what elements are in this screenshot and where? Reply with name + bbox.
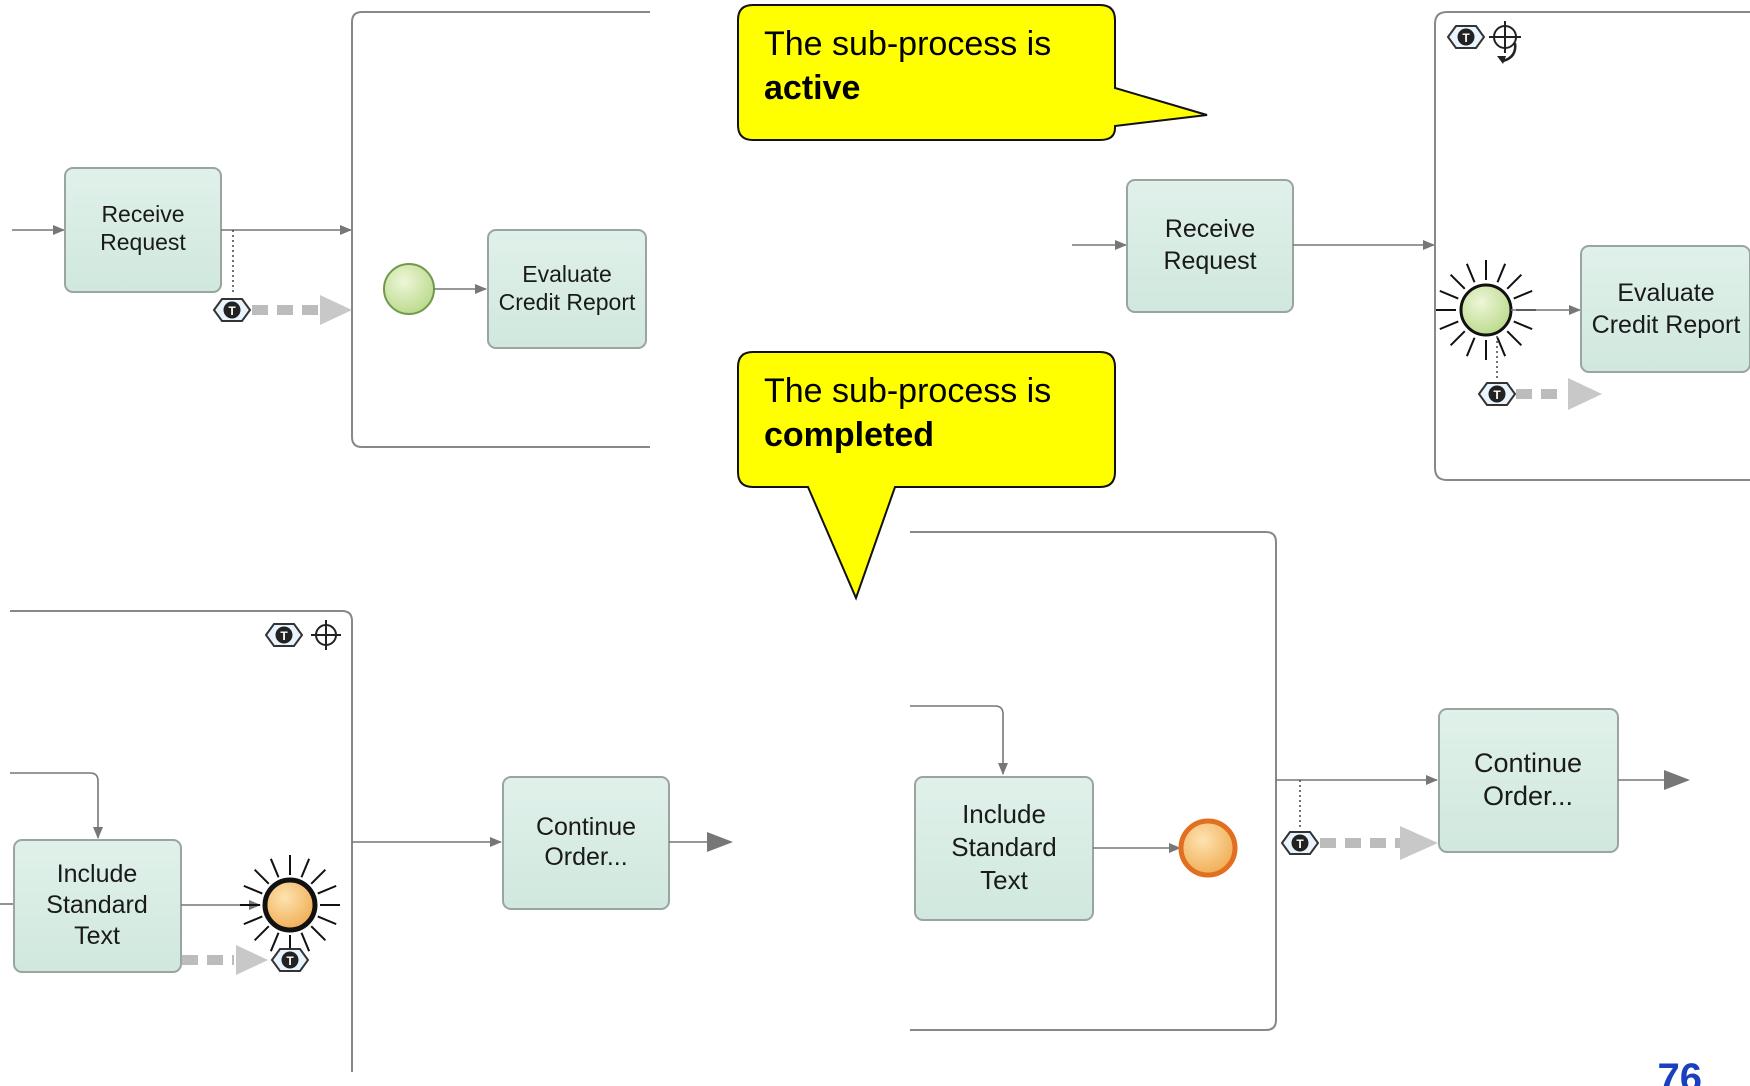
pending-flow-arrowhead	[1568, 378, 1602, 410]
timer-marker-icon: T	[1446, 25, 1486, 49]
active-starburst	[1436, 260, 1536, 360]
burst-ray	[1496, 337, 1507, 357]
pending-flow-arrowhead	[320, 295, 352, 325]
burst-ray	[1496, 263, 1507, 283]
callout-completed-text: The sub-process is completed	[764, 369, 1051, 457]
task-include-standard-text	[13, 839, 182, 973]
start-event-active	[1459, 283, 1513, 337]
burst-ray	[1439, 289, 1459, 300]
callout-active-text: The sub-process is active	[764, 22, 1051, 110]
end-event-active	[262, 877, 318, 933]
burst-ray	[300, 932, 311, 952]
task-continue-order	[502, 776, 670, 910]
callout-completed-line2: completed	[764, 416, 935, 454]
burst-ray	[310, 925, 327, 942]
sub-process-frame	[351, 11, 650, 448]
start-event	[383, 263, 435, 315]
burst-ray	[1449, 330, 1466, 347]
timer-letter: T	[1493, 388, 1501, 402]
burst-ray	[1506, 330, 1523, 347]
flow-arrow	[10, 772, 103, 839]
timer-letter: T	[1296, 837, 1304, 851]
timer-letter: T	[1462, 31, 1470, 45]
task-evaluate-credit-report	[1580, 245, 1750, 373]
target-icon	[311, 620, 341, 650]
burst-ray	[253, 925, 270, 942]
burst-ray	[253, 868, 270, 885]
burst-ray	[317, 915, 337, 926]
pending-flow-arrowhead	[236, 945, 268, 975]
burst-ray	[300, 858, 311, 878]
timer-marker-icon: T	[1477, 382, 1517, 406]
timer-letter: T	[228, 304, 236, 318]
task-evaluate-credit-report	[487, 229, 647, 349]
timer-letter: T	[280, 629, 288, 643]
timer-marker-icon: T	[1280, 831, 1320, 855]
callout-completed-line1: The sub-process is	[764, 372, 1052, 410]
sub-process-frame	[10, 610, 353, 1072]
page-number: 76	[1657, 1056, 1703, 1086]
burst-ray	[1513, 320, 1533, 331]
timer-marker-icon: T	[212, 298, 252, 322]
burst-ray	[1449, 273, 1466, 290]
burst-ray	[1439, 320, 1459, 331]
sub-process-frame	[910, 531, 1277, 1031]
burst-ray	[243, 915, 263, 926]
burst-ray	[243, 884, 263, 895]
burst-ray	[310, 868, 327, 885]
timer-marker-icon: T	[270, 948, 310, 972]
sub-process-frame	[1434, 11, 1750, 481]
pending-flow-arrowhead	[1400, 826, 1438, 860]
callout-active-line2: active	[764, 69, 861, 107]
timer-marker-icon: T	[264, 623, 304, 647]
active-starburst	[240, 855, 340, 955]
callout-completed-bubble	[737, 351, 1116, 601]
timer-letter: T	[286, 954, 294, 968]
callout-active-bubble	[737, 4, 1208, 141]
burst-ray	[1465, 263, 1476, 283]
callout-active-line1: The sub-process is	[764, 25, 1052, 63]
task-receive-request	[1126, 179, 1294, 313]
burst-ray	[1465, 337, 1476, 357]
burst-ray	[1506, 273, 1523, 290]
burst-ray	[317, 884, 337, 895]
burst-ray	[269, 858, 280, 878]
end-event-completed	[1178, 818, 1238, 878]
loop-target-icon	[1489, 21, 1521, 64]
flow-arrow	[910, 705, 1008, 775]
burst-ray	[269, 932, 280, 952]
burst-ray	[1513, 289, 1533, 300]
